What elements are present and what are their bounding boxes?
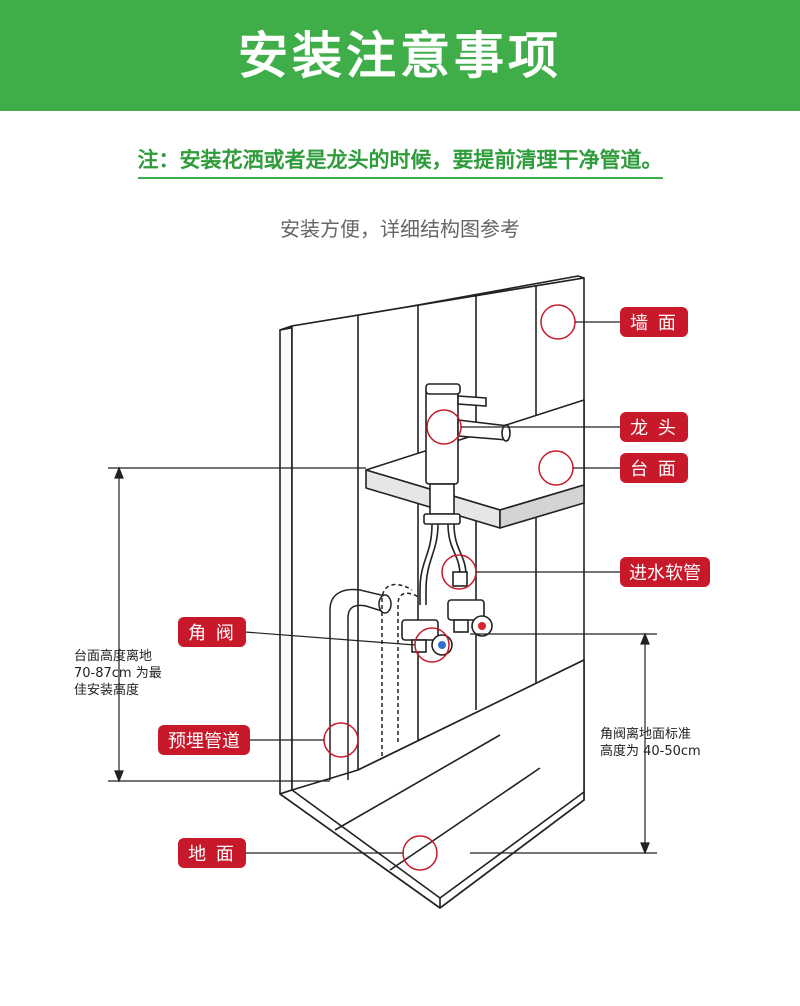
page-title: 安装注意事项 — [238, 26, 562, 85]
inlet-hoses — [419, 523, 468, 605]
valve-cold-stem — [411, 639, 427, 653]
install-note-text: 注：安装花洒或者是龙头的时候，要提前清理干净管道。 — [137, 144, 663, 179]
valve-hot-stem — [453, 619, 469, 633]
hidden-pipe — [381, 583, 413, 756]
arrow-up — [640, 632, 650, 645]
valve-height-note: 角阀离地面标准 高度为 40-50cm — [600, 726, 701, 760]
diagram-subtitle: 安装方便，详细结构图参考 — [280, 217, 520, 241]
hose-cold — [419, 523, 433, 605]
pipe-inner — [347, 604, 386, 780]
valve-height-note-line: 角阀离地面标准 — [600, 727, 692, 742]
header-banner: 安装注意事项 — [0, 0, 800, 111]
pipe-end — [378, 594, 392, 614]
valve-cold-body — [401, 619, 439, 641]
counter-height-note-line: 佳安装高度 — [74, 683, 140, 698]
floor-edge — [439, 791, 585, 899]
faucet — [423, 383, 511, 525]
faucet-stem — [429, 483, 455, 515]
faucet-cap — [425, 383, 461, 395]
floor-tile-line — [334, 734, 501, 831]
valve-height-note-line: 高度为 40-50cm — [600, 744, 701, 759]
label-wall: 墙 面 — [620, 307, 688, 337]
label-inlet-hose: 进水软管 — [620, 557, 710, 587]
install-note: 注：安装花洒或者是龙头的时候，要提前清理干净管道。 — [0, 144, 800, 179]
arrow-up — [114, 466, 124, 479]
countertop-side — [499, 484, 585, 529]
dimension-lines — [108, 466, 657, 855]
faucet-outlet — [501, 424, 511, 442]
floor-front-edge — [439, 799, 585, 909]
pipe-outer — [329, 588, 386, 780]
hose-fitting — [452, 571, 468, 587]
faucet-nut — [423, 513, 461, 525]
left-wall-edge — [279, 325, 293, 795]
hidden-pipe — [397, 592, 421, 742]
embedded-pipe — [329, 583, 421, 780]
arrow-down — [114, 770, 124, 783]
floor-tile-line — [389, 767, 541, 871]
hose-hot — [447, 523, 461, 576]
counter-height-note-line: 70-87cm 为最 — [74, 666, 162, 681]
faucet-handle — [457, 395, 487, 407]
counter-height-note: 台面高度离地 70-87cm 为最 佳安装高度 — [74, 648, 162, 699]
faucet-body — [425, 387, 459, 485]
hose-hot-inner — [453, 523, 467, 576]
hot-indicator — [478, 622, 486, 630]
label-floor: 地 面 — [178, 838, 246, 868]
floor-edge — [291, 789, 441, 899]
label-angle-valve: 角 阀 — [178, 617, 246, 647]
floor-front-edge — [279, 793, 441, 909]
counter-height-note-line: 台面高度离地 — [74, 649, 153, 664]
label-faucet: 龙 头 — [620, 412, 688, 442]
cold-indicator — [438, 641, 446, 649]
label-countertop: 台 面 — [620, 453, 688, 483]
arrow-down — [640, 842, 650, 855]
label-embedded-pipe: 预埋管道 — [158, 725, 250, 755]
hose-cold-inner — [425, 523, 439, 605]
room-structure — [279, 275, 585, 909]
leader-lines — [244, 321, 620, 854]
